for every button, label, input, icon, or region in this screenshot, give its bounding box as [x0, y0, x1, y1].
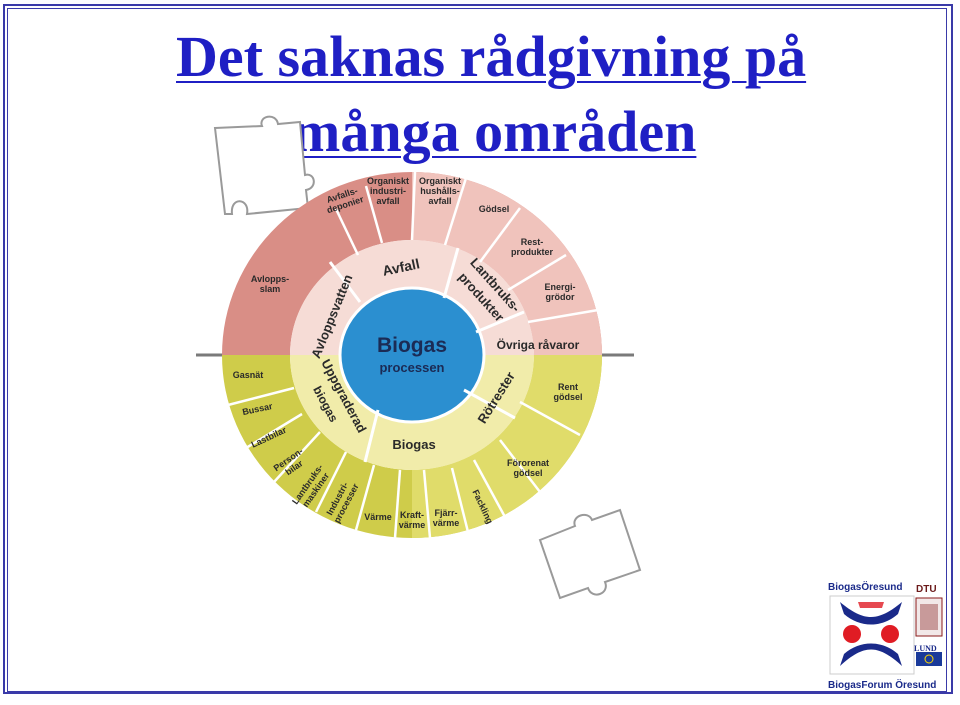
center-circle: [338, 286, 486, 424]
middle-label-ovriga: Övriga råvaror: [497, 337, 580, 352]
slide-frame-inner: [7, 8, 947, 692]
outer-label-varme: Värme: [364, 512, 392, 522]
middle-label-avfall: Avfall: [381, 255, 421, 278]
center-label-line-2: processen: [379, 360, 444, 375]
outer-ring-bottom-right: [412, 355, 602, 538]
center-label-line-1: Biogas: [377, 334, 447, 357]
outer-label-gasnat: Gasnät: [233, 370, 264, 380]
puzzle-piece-top-left: [213, 115, 315, 216]
logo-emblem: [829, 595, 943, 675]
outer-label-energigrodor: Energi-grödor: [544, 282, 575, 302]
slide-frame: [3, 4, 953, 694]
logo-dtu-text: DTU: [916, 584, 937, 595]
middle-ring-separators: [328, 247, 525, 463]
biogas-oresund-logo: BiogasÖresund DTU LUND BiogasForum Öresu…: [828, 582, 946, 694]
outer-label-restprodukter: Rest-produkter: [511, 237, 554, 257]
puzzle-piece-bottom-right: [538, 508, 642, 600]
logo-top-text: BiogasÖresund: [828, 582, 903, 593]
slide-title-line-2: många områden: [292, 99, 697, 164]
outer-ring-separators: [227, 171, 599, 539]
outer-ring-top-right: [412, 172, 602, 355]
logo-lund-text: LUND: [914, 644, 937, 653]
outer-label-godsel: Gödsel: [479, 204, 510, 214]
outer-label-kraftvarme: Kraft-värme: [399, 510, 426, 530]
slide-title-line-1: Det saknas rådgivning på: [176, 24, 807, 89]
outer-label-fjarrvarme: Fjärr-värme: [433, 508, 460, 528]
outer-label-avloppsslam: Avlopps-slam: [251, 274, 289, 294]
logo-bottom-text: BiogasForum Öresund: [828, 680, 937, 691]
middle-label-biogas: Biogas: [392, 437, 435, 452]
